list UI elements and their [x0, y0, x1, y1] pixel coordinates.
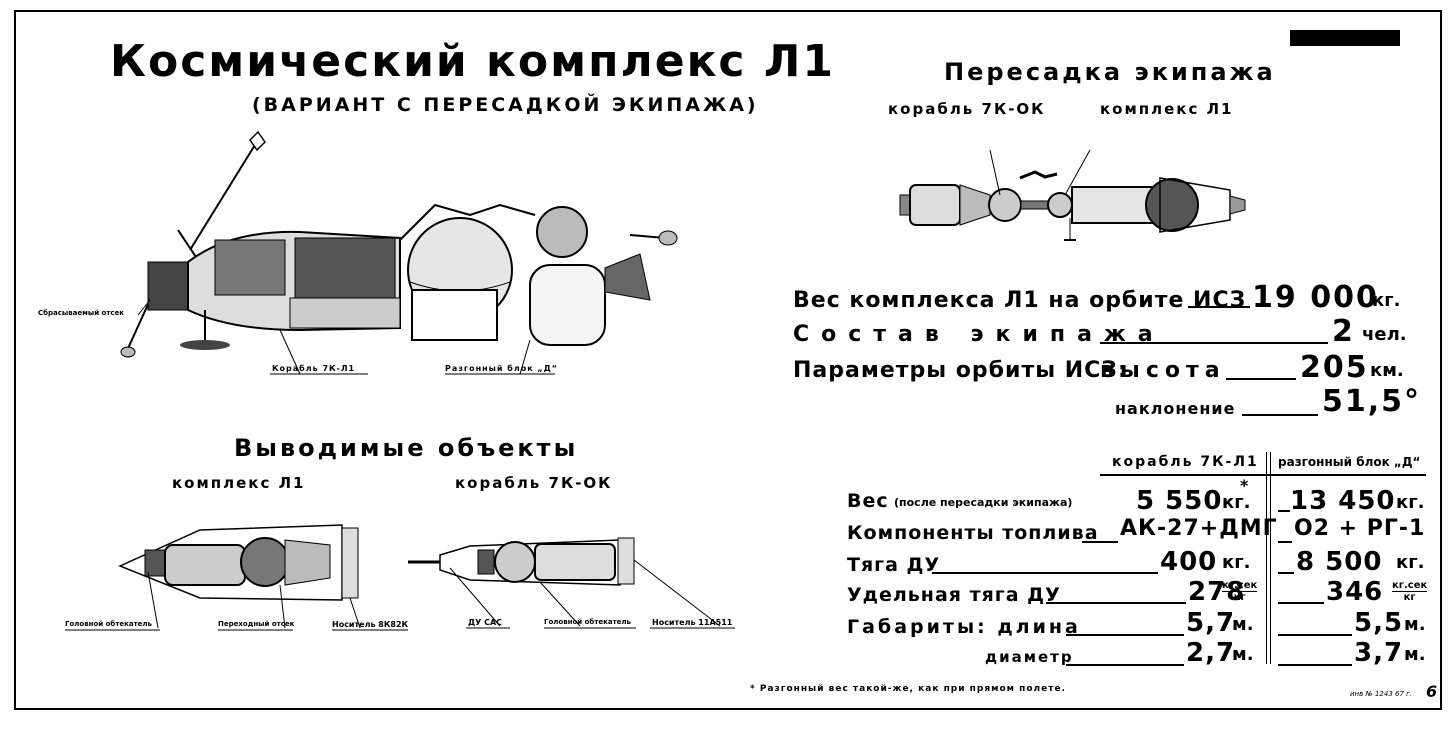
page-title: Космический комплекс Л1: [110, 36, 835, 87]
row-fuel-v1: АК-27+ДМГ: [1120, 516, 1278, 541]
row-length-u1: м.: [1232, 614, 1254, 635]
border-frame: [14, 10, 1442, 710]
label-stage-d: Разгонный блок „Д“: [445, 364, 559, 373]
label-ship-7k-l1: Корабль 7К-Л1: [272, 364, 356, 373]
transfer-title: Пересадка экипажа: [944, 58, 1276, 86]
row-thrust-v2: 8 500: [1296, 547, 1383, 577]
table-col2-header: разгонный блок „Д“: [1278, 455, 1421, 469]
row-diameter-u1: м.: [1232, 644, 1254, 665]
inventory-stamp: инв № 1243 67 г.: [1350, 690, 1413, 698]
row-mass-u2: кг.: [1396, 492, 1425, 513]
label-transition: Переходный отсек: [218, 620, 295, 628]
transfer-complex-label: комплекс Л1: [1100, 100, 1234, 118]
label-sas: ДУ САС: [468, 618, 503, 627]
label-jettison-module: Сбрасываемый отсек: [38, 309, 125, 317]
row-diameter-label: диаметр: [985, 648, 1074, 666]
row-mass-note: (после пересадки экипажа): [894, 496, 1073, 509]
page-subtitle: (ВАРИАНТ С ПЕРЕСАДКОЙ ЭКИПАЖА): [252, 94, 759, 116]
row-mass-v2: 13 450: [1290, 486, 1396, 516]
crew-value: 2: [1332, 314, 1355, 349]
row-diameter-v2: 3,7: [1354, 638, 1404, 668]
altitude-value: 205: [1300, 350, 1369, 385]
row-length-label: Габариты: длина: [847, 616, 1081, 638]
row-mass-u1: кг.: [1222, 492, 1251, 513]
crew-unit: чел.: [1362, 324, 1407, 345]
orbit-label: Параметры орбиты ИСЗ:: [793, 358, 1128, 383]
row-diameter-u2: м.: [1404, 644, 1426, 665]
label-carrier-2: Носитель 11А511: [652, 618, 733, 627]
crew-label: Состав экипажа: [793, 322, 1165, 347]
row-length-u2: м.: [1404, 614, 1426, 635]
page-number: 6: [1426, 682, 1438, 701]
inclination-value: 51,5°: [1322, 384, 1422, 419]
row-isp-v1: 278: [1188, 577, 1246, 607]
row-mass-v1: 5 550: [1136, 486, 1223, 516]
row-mass-label: Вес: [847, 490, 889, 512]
inclination-label: наклонение: [1115, 399, 1236, 418]
label-carrier-1: Носитель 8К82К: [332, 620, 409, 629]
mass-label: Вес комплекса Л1 на орбите ИСЗ: [793, 288, 1247, 313]
row-thrust-u1: кг.: [1222, 552, 1251, 573]
redaction-bar: [1290, 30, 1400, 46]
row-thrust-u2: кг.: [1396, 552, 1425, 573]
row-length-v1: 5,7: [1186, 608, 1236, 638]
altitude-label: высота: [1100, 358, 1226, 383]
table-col1-header: корабль 7К-Л1: [1112, 454, 1259, 470]
row-fuel-v2: О2 + РГ-1: [1294, 516, 1426, 541]
label-fairing-2: Головной обтекатель: [544, 618, 631, 626]
row-isp-v2: 346: [1326, 577, 1384, 607]
label-fairing-1: Головной обтекатель: [65, 620, 152, 628]
row-length-v2: 5,5: [1354, 608, 1404, 638]
altitude-unit: км.: [1370, 360, 1404, 381]
row-isp-label: Удельная тяга ДУ: [847, 584, 1061, 606]
mass-unit: кг.: [1372, 290, 1401, 311]
row-thrust-v1: 400: [1160, 547, 1218, 577]
launched-ship-label: корабль 7К-ОК: [455, 474, 613, 492]
row-diameter-v1: 2,7: [1186, 638, 1236, 668]
row-thrust-label: Тяга ДУ: [847, 554, 941, 576]
row-fuel-label: Компоненты топлива: [847, 522, 1099, 544]
footnote: * Разгонный вес такой-же, как при прямом…: [750, 684, 1066, 694]
row-mass-asterisk: *: [1240, 476, 1249, 495]
mass-value: 19 000: [1252, 280, 1379, 315]
transfer-ship-label: корабль 7К-ОК: [888, 100, 1046, 118]
launched-complex-label: комплекс Л1: [172, 474, 306, 492]
launched-title: Выводимые объекты: [234, 434, 579, 462]
